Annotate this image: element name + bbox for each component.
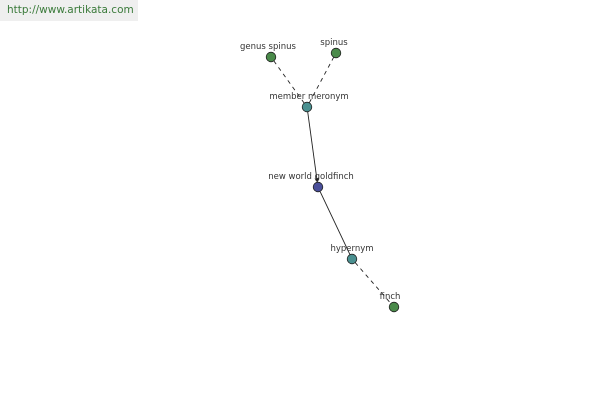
edge-new-world-goldfinch-to-member-meronym (307, 111, 319, 183)
node-hypernym[interactable]: hypernym (330, 244, 374, 265)
edge-member-meronym-to-spinus (308, 56, 335, 104)
node-label[interactable]: new world goldfinch (268, 172, 354, 182)
node-genus-spinus[interactable]: genus spinus (240, 42, 297, 63)
node-marker[interactable] (265, 51, 277, 63)
node-marker[interactable] (312, 181, 324, 193)
node-label[interactable]: hypernym (330, 244, 373, 254)
edge-new-world-goldfinch-to-hypernym (319, 191, 351, 255)
edge-hypernym-to-finch (354, 262, 392, 304)
node-label[interactable]: member meronym (269, 92, 348, 102)
node-label[interactable]: finch (380, 292, 401, 302)
node-marker[interactable] (346, 253, 358, 265)
node-member-meronym[interactable]: member meronym (269, 92, 349, 113)
node-marker[interactable] (330, 47, 342, 59)
node-marker[interactable] (388, 301, 400, 313)
node-label[interactable]: spinus (320, 38, 348, 48)
node-label[interactable]: genus spinus (240, 42, 296, 52)
node-marker[interactable] (301, 101, 313, 113)
node-spinus[interactable]: spinus (320, 38, 348, 59)
source-url-banner[interactable]: http://www.artikata.com (0, 0, 138, 21)
edge-member-meronym-to-genus-spinus (273, 60, 305, 104)
node-finch[interactable]: finch (380, 292, 401, 313)
edges-layer (273, 56, 392, 304)
node-new-world-goldfinch[interactable]: new world goldfinch (268, 172, 354, 193)
nodes-layer: genus spinus spinus member meronym new worl… (240, 38, 401, 313)
